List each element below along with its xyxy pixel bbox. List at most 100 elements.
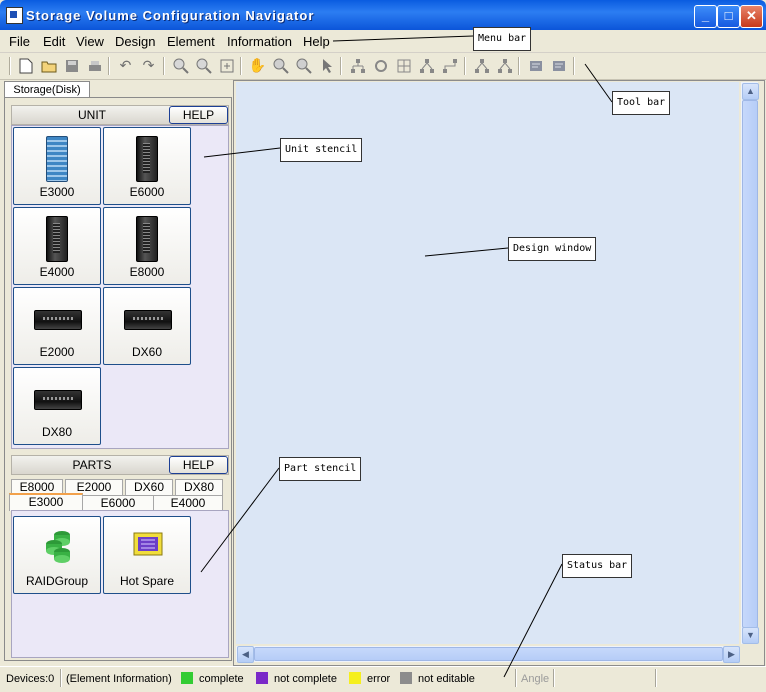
storage-tower-icon [46,216,68,262]
tile-label: Hot Spare [119,574,175,588]
callout-tool-bar: Tool bar [612,91,671,115]
select-pointer-icon[interactable] [318,57,335,74]
layout-orthogonal-icon[interactable] [441,57,458,74]
toolbar-separator [240,57,242,75]
import-icon[interactable] [550,57,567,74]
toolbar-separator [518,57,520,75]
open-icon[interactable] [40,57,57,74]
status-separator [515,669,517,687]
window-title: Storage Volume Configuration Navigator [26,8,315,23]
menu-element[interactable]: Element [167,34,215,49]
print-icon[interactable] [86,57,103,74]
menu-view[interactable]: View [76,34,104,49]
menu-bar: File Edit View Design Element Informatio… [0,30,766,53]
title-bar: Storage Volume Configuration Navigator _… [0,0,766,30]
close-button[interactable]: ✕ [740,5,763,28]
scroll-down-icon[interactable]: ▼ [742,627,759,644]
toolbar-separator [163,57,165,75]
scroll-right-icon[interactable]: ▶ [723,646,740,663]
vertical-scrollbar[interactable]: ▲ ▼ [741,82,759,644]
menu-file[interactable]: File [9,34,30,49]
toolbar-separator [573,57,575,75]
storage-tower-icon [136,216,158,262]
storage-tower-icon [136,136,158,182]
tile-label: E8000 [129,265,165,279]
horizontal-scrollbar[interactable]: ◀ ▶ [236,646,740,663]
angle-readout: Angle [521,673,550,685]
tab-storage-disk[interactable]: Storage(Disk) [4,81,90,99]
menu-edit[interactable]: Edit [43,34,66,49]
app-icon[interactable] [6,7,23,24]
scroll-left-icon[interactable]: ◀ [237,646,254,663]
rack-unit-icon [34,390,82,410]
tile-label: E6000 [129,185,165,199]
menu-help[interactable]: Help [303,34,330,49]
layout-hierarchy-icon[interactable] [418,57,435,74]
horizontal-scroll-thumb[interactable] [254,647,723,661]
parts-tab-e3000[interactable]: E3000 [9,493,83,511]
undo-icon[interactable]: ↶ [119,57,132,73]
fit-icon[interactable] [218,57,235,74]
save-icon[interactable] [63,57,80,74]
rack-unit-icon [34,310,82,330]
parts-tab-e6000[interactable]: E6000 [82,495,154,511]
scroll-up-icon[interactable]: ▲ [742,83,759,100]
new-icon[interactable] [17,57,34,74]
legend-not-complete: not complete [274,673,337,685]
align-bottom-icon[interactable] [496,57,513,74]
menu-information[interactable]: Information [227,34,293,49]
unit-tile-dx60[interactable]: DX60 [103,287,191,365]
export-icon[interactable] [527,57,544,74]
tile-label: E2000 [39,345,75,359]
error-swatch [349,672,361,684]
parts-tab-e2000[interactable]: E2000 [65,479,123,495]
layout-grid-icon[interactable] [395,57,412,74]
unit-tile-dx80[interactable]: DX80 [13,367,101,445]
align-top-icon[interactable] [473,57,490,74]
parts-tab-dx60[interactable]: DX60 [125,479,173,495]
part-tile-raidgroup[interactable]: RAIDGroup [13,516,101,594]
parts-tab-dx80[interactable]: DX80 [175,479,223,495]
status-bar: Devices:0 (Element Information) complete… [0,666,766,691]
toolbar-separator [340,57,342,75]
legend-complete: complete [199,673,244,685]
maximize-button[interactable]: □ [717,5,740,28]
pan-icon[interactable]: ✋ [248,57,267,73]
unit-tile-e6000[interactable]: E6000 [103,127,191,205]
design-window[interactable] [236,82,739,644]
layout-circle-icon[interactable] [372,57,389,74]
toolbar-separator [464,57,466,75]
raid-group-icon [46,531,70,563]
unit-tile-e2000[interactable]: E2000 [13,287,101,365]
parts-help-button[interactable]: HELP [169,456,228,474]
zoom-area-icon[interactable] [272,57,289,74]
unit-tile-e8000[interactable]: E8000 [103,207,191,285]
parts-tab-e4000[interactable]: E4000 [153,495,223,511]
part-stencil: RAIDGroup Hot Spare [11,510,229,658]
part-tile-hot-spare[interactable]: Hot Spare [103,516,191,594]
unit-tile-e4000[interactable]: E4000 [13,207,101,285]
menu-design[interactable]: Design [115,34,156,49]
unit-header: UNIT HELP [11,105,229,125]
layout-tree-icon[interactable] [349,57,366,74]
stencil-panel: UNIT HELP E3000 E6000 E4000 E8000 E2000 … [4,97,232,661]
not-complete-swatch [256,672,268,684]
hot-spare-icon [133,532,163,556]
zoom-in-icon[interactable] [172,57,189,74]
unit-tile-e3000[interactable]: E3000 [13,127,101,205]
parts-tab-e8000[interactable]: E8000 [11,479,63,495]
complete-swatch [181,672,193,684]
status-separator [553,669,555,687]
tile-label: E3000 [39,185,75,199]
zoom-reset-icon[interactable] [295,57,312,74]
not-editable-swatch [400,672,412,684]
unit-help-button[interactable]: HELP [169,106,228,124]
callout-design-window: Design window [508,237,597,261]
parts-title: PARTS [72,458,112,472]
minimize-button[interactable]: _ [694,5,717,28]
element-information: (Element Information) [66,673,172,685]
zoom-out-icon[interactable] [195,57,212,74]
redo-icon[interactable]: ↷ [142,57,155,73]
tile-label: DX60 [131,345,163,359]
